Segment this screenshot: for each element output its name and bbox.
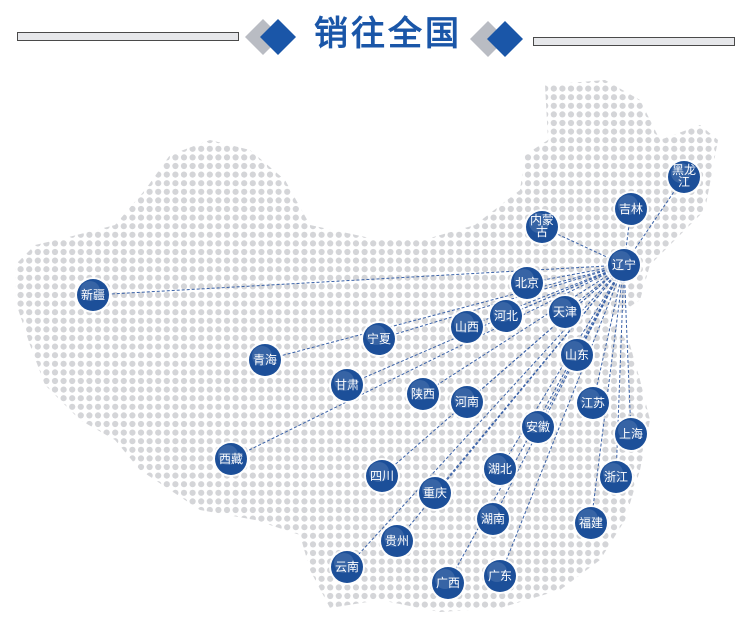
- province-marker-四川: 四川: [364, 458, 400, 494]
- province-label: 天津: [553, 305, 577, 319]
- province-label: 湖北: [488, 461, 512, 476]
- link-云南: [346, 264, 625, 568]
- province-marker-宁夏: 宁夏: [361, 321, 397, 357]
- province-marker-广东: 广东: [482, 558, 518, 594]
- province-marker-山西: 山西: [449, 309, 485, 345]
- province-marker-广西: 广西: [430, 565, 466, 601]
- province-label-line: 内蒙: [530, 213, 554, 227]
- province-marker-黑龙江: 黑龙江: [666, 159, 702, 195]
- province-label: 辽宁: [612, 257, 636, 272]
- province-label-line: 江: [678, 175, 690, 189]
- province-marker-吉林: 吉林: [613, 191, 649, 227]
- province-label: 吉林: [619, 202, 643, 216]
- province-marker-新疆: 新疆: [75, 277, 111, 313]
- province-marker-云南: 云南: [329, 549, 365, 585]
- province-marker-青海: 青海: [247, 342, 283, 378]
- link-湖南: [492, 264, 625, 520]
- province-label: 山东: [565, 348, 589, 362]
- province-label: 河北: [494, 309, 518, 323]
- province-label: 山西: [455, 320, 479, 334]
- province-label: 宁夏: [367, 331, 391, 346]
- province-marker-辽宁: 辽宁: [606, 247, 642, 283]
- link-青海: [264, 264, 625, 361]
- link-重庆: [434, 264, 625, 494]
- link-广东: [499, 264, 625, 577]
- right-diamond-icon: [470, 21, 523, 57]
- province-label: 陕西: [411, 386, 435, 401]
- province-label: 云南: [335, 559, 359, 574]
- province-marker-内蒙古: 内蒙古: [524, 209, 560, 245]
- province-marker-西藏: 西藏: [213, 441, 249, 477]
- province-marker-河南: 河南: [449, 384, 485, 420]
- left-divider-bar: [17, 32, 239, 41]
- province-label: 西藏: [219, 452, 243, 466]
- province-label: 安徽: [526, 419, 550, 434]
- province-label: 黑龙江: [672, 163, 696, 189]
- page-title: 销往全国: [314, 14, 462, 54]
- province-marker-河北: 河北: [488, 298, 524, 334]
- province-label: 广西: [436, 576, 460, 590]
- province-label: 河南: [455, 394, 479, 409]
- province-label-line: 古: [536, 224, 548, 239]
- province-marker-江苏: 江苏: [575, 385, 611, 421]
- province-label: 湖南: [481, 511, 505, 526]
- province-marker-浙江: 浙江: [598, 459, 634, 495]
- link-四川: [381, 264, 625, 477]
- province-label: 浙江: [604, 470, 628, 484]
- province-label: 福建: [579, 515, 603, 530]
- province-label: 广东: [488, 569, 512, 583]
- province-marker-贵州: 贵州: [379, 523, 415, 559]
- province-label: 重庆: [423, 486, 447, 500]
- left-diamond-icon: [245, 19, 296, 55]
- province-label: 上海: [619, 426, 643, 441]
- right-divider-bar: [533, 37, 735, 46]
- province-label: 四川: [370, 469, 394, 483]
- link-甘肃: [346, 264, 625, 386]
- link-新疆: [92, 264, 625, 296]
- province-label: 内蒙古: [530, 213, 554, 239]
- province-marker-湖北: 湖北: [482, 451, 518, 487]
- province-label: 青海: [253, 352, 277, 367]
- province-marker-山东: 山东: [559, 337, 595, 373]
- link-江苏: [592, 264, 625, 404]
- province-marker-陕西: 陕西: [405, 376, 441, 412]
- province-label: 新疆: [81, 287, 105, 302]
- section-header: 销往全国: [0, 0, 750, 70]
- province-marker-上海: 上海: [613, 416, 649, 452]
- province-label: 江苏: [581, 396, 605, 410]
- province-marker-重庆: 重庆: [417, 475, 453, 511]
- province-marker-福建: 福建: [573, 505, 609, 541]
- province-marker-湖南: 湖南: [475, 501, 511, 537]
- province-marker-天津: 天津: [547, 294, 583, 330]
- province-label: 甘肃: [335, 378, 359, 392]
- province-label: 贵州: [385, 534, 409, 548]
- province-marker-甘肃: 甘肃: [329, 367, 365, 403]
- province-marker-安徽: 安徽: [520, 409, 556, 445]
- province-label-line: 黑龙: [672, 163, 696, 177]
- province-label: 北京: [515, 276, 539, 290]
- link-西藏: [230, 264, 625, 460]
- link-上海: [623, 264, 632, 435]
- province-marker-北京: 北京: [509, 265, 545, 301]
